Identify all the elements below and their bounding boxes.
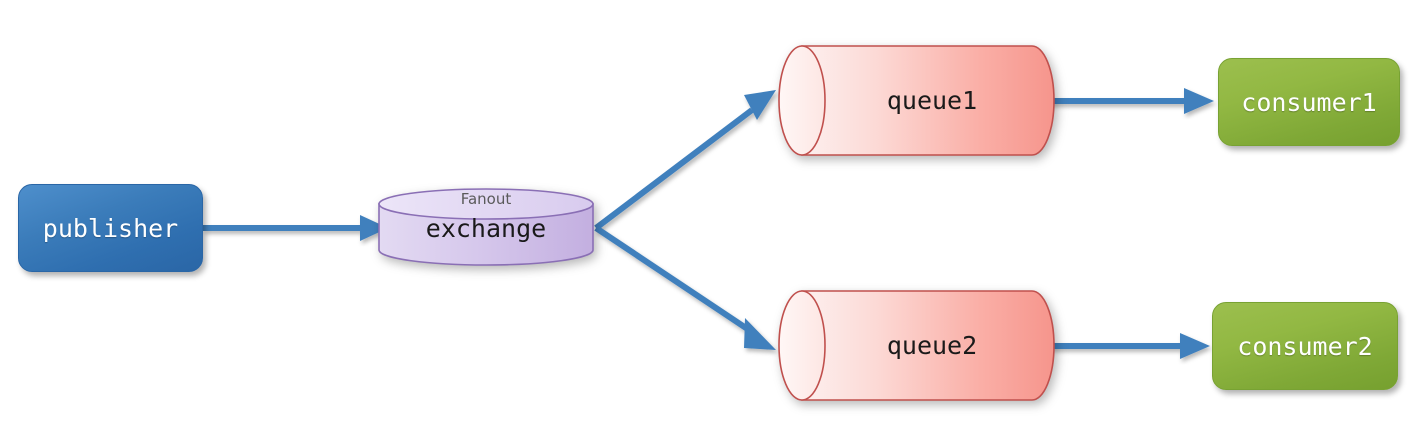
- node-publisher[interactable]: publisher: [18, 184, 203, 272]
- edge-exchange-to-queue2: [594, 225, 776, 350]
- edge-exchange-to-queue1: [594, 90, 776, 231]
- node-consumer1[interactable]: consumer1: [1218, 58, 1400, 146]
- node-exchange-type-label: Fanout: [460, 190, 512, 208]
- edge-queue2-to-consumer2: [1050, 333, 1210, 359]
- node-queue2-label: queue2: [886, 331, 978, 360]
- node-consumer2-label: consumer2: [1237, 331, 1373, 361]
- edge-queue1-to-consumer1: [1050, 88, 1214, 114]
- node-queue1[interactable]: queue1: [778, 45, 1056, 156]
- node-queue1-label: queue1: [886, 86, 978, 115]
- node-exchange-label: exchange: [425, 214, 547, 243]
- node-queue2[interactable]: queue2: [778, 290, 1056, 401]
- node-consumer2[interactable]: consumer2: [1212, 302, 1398, 390]
- edge-publisher-to-exchange: [203, 215, 388, 241]
- node-exchange[interactable]: Fanout exchange: [378, 188, 594, 266]
- node-consumer1-label: consumer1: [1241, 87, 1377, 117]
- node-publisher-label: publisher: [42, 213, 179, 243]
